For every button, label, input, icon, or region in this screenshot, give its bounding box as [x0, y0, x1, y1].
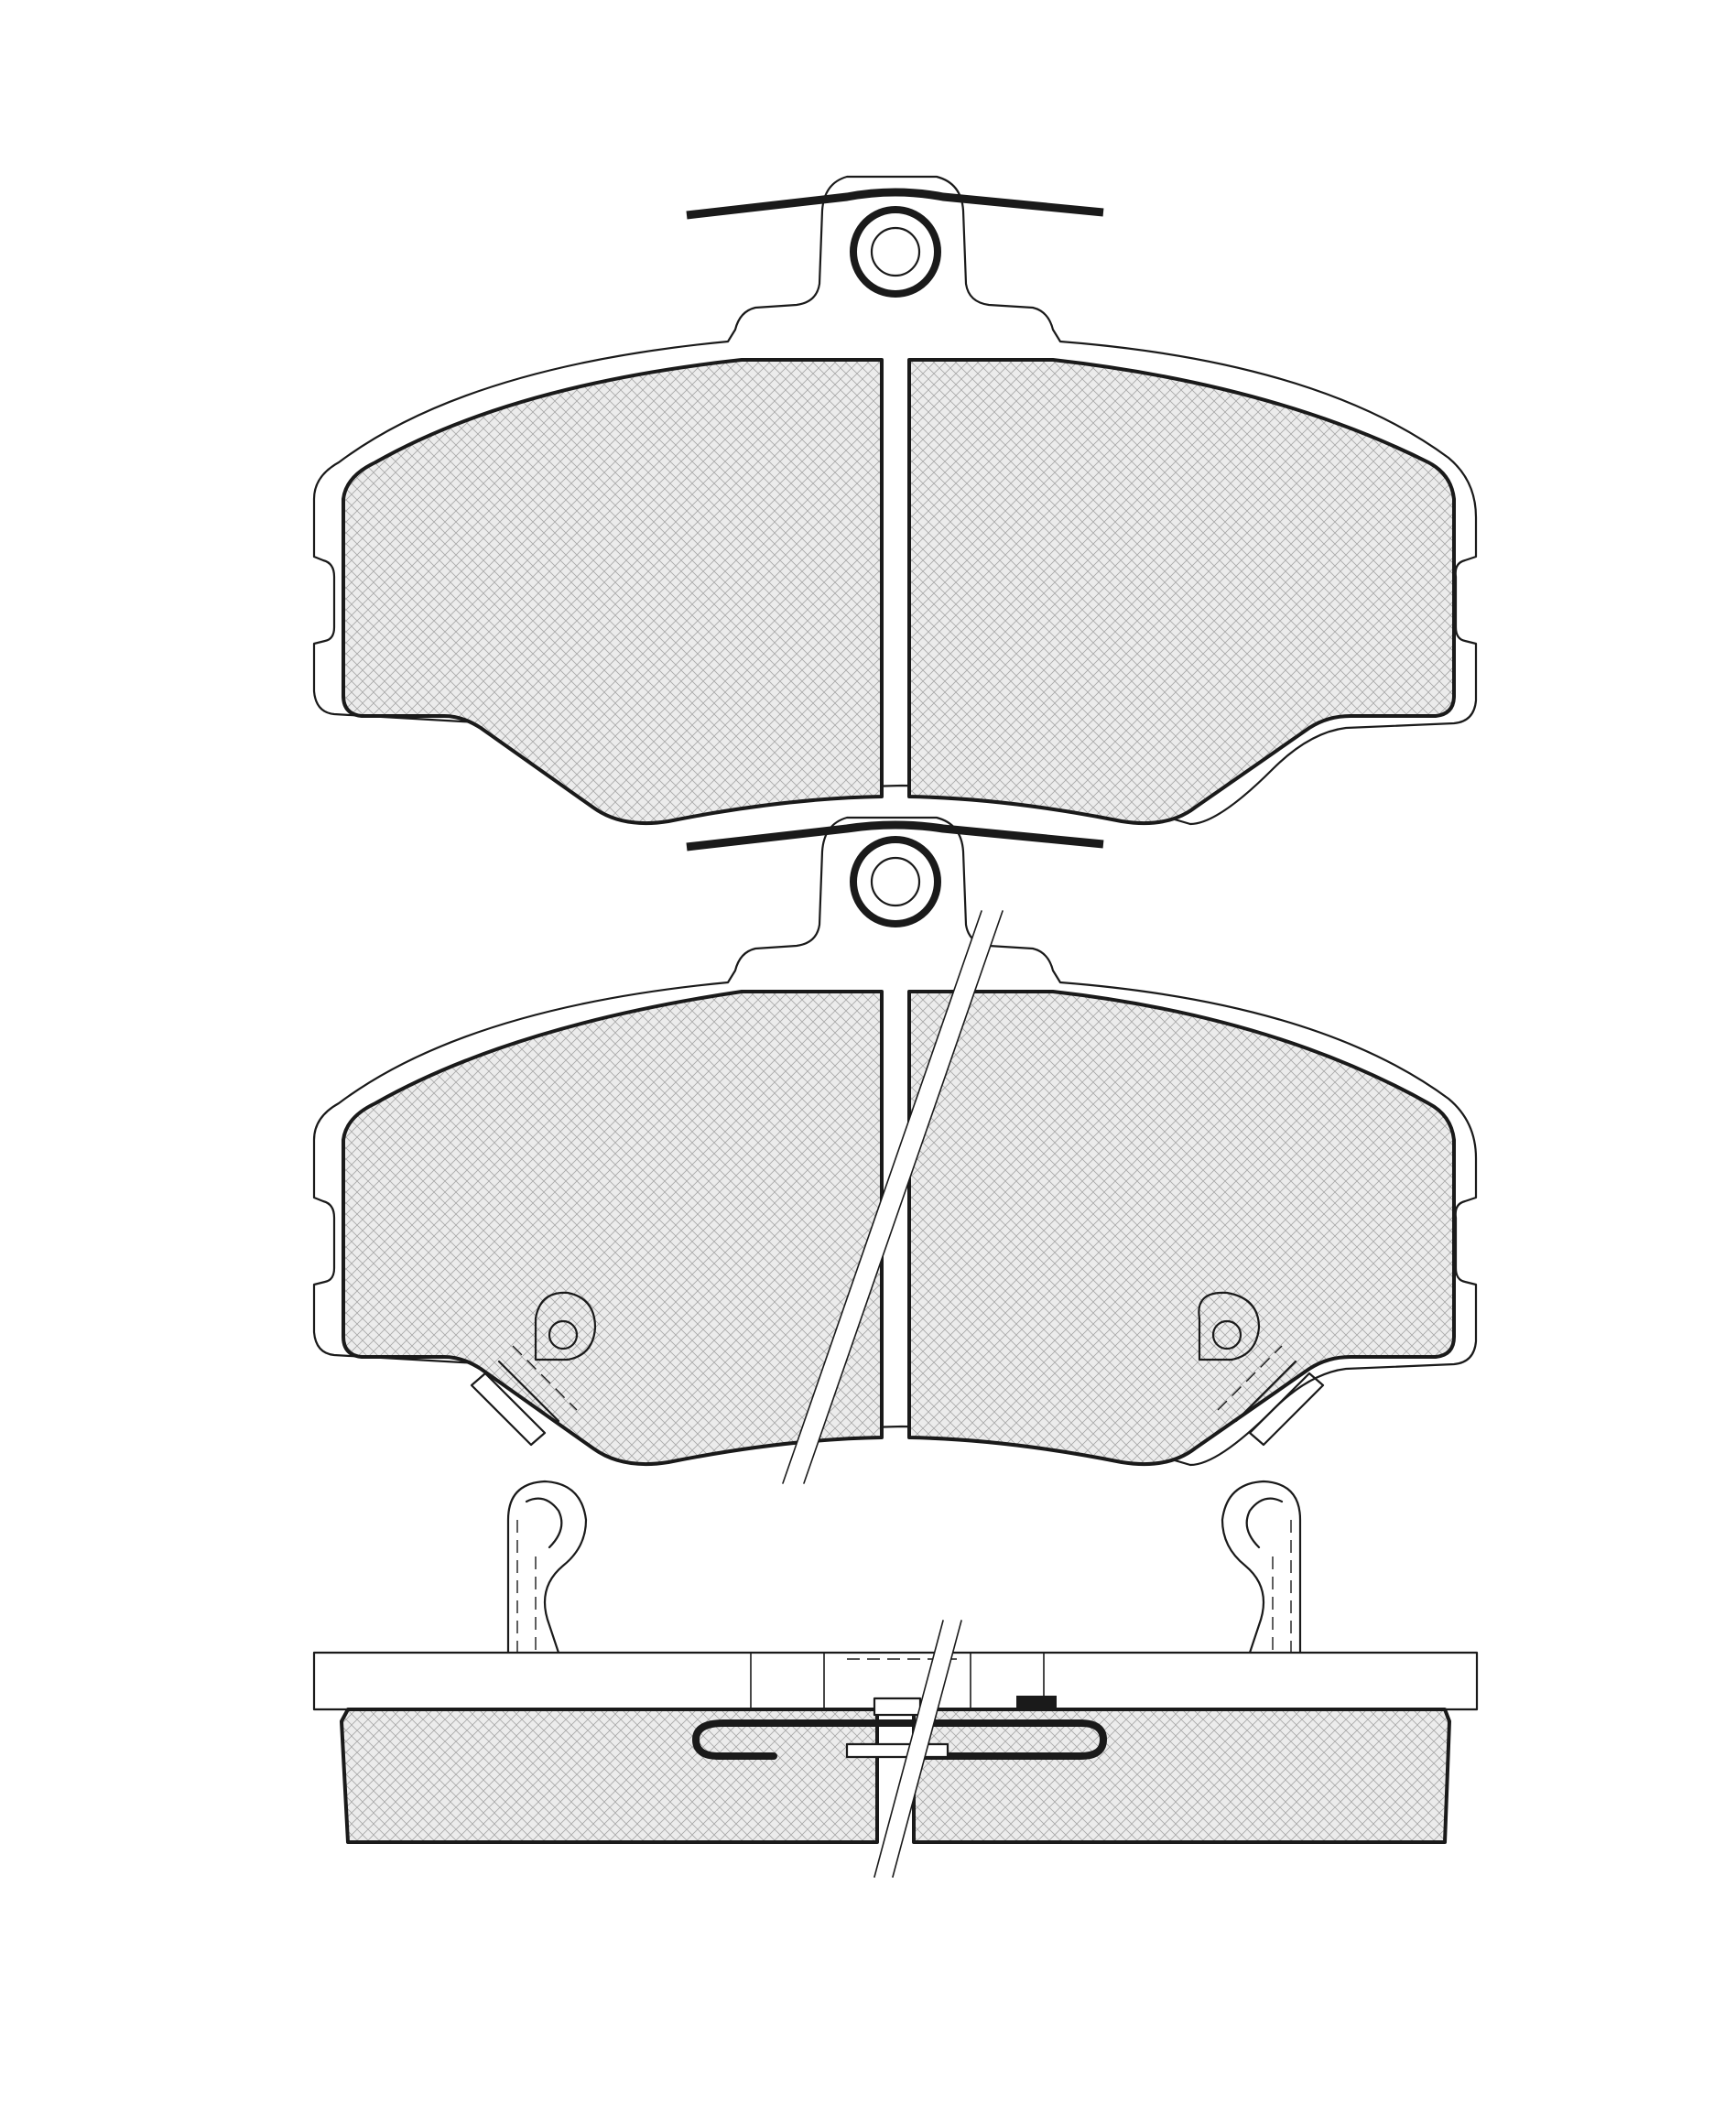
sensor-wire-loop — [692, 1719, 1107, 1760]
friction-material-sensor-right — [907, 990, 1456, 1467]
wear-indicator-clip-left — [470, 1291, 597, 1447]
side-clip-tab — [1016, 1696, 1057, 1710]
sensor-connector — [845, 1742, 949, 1759]
sensor-wire-edge-b — [803, 910, 1004, 1484]
pad-sensor-view — [312, 816, 1478, 1484]
side-sensor-wire-a — [873, 1620, 944, 1878]
anti-rattle-spring — [686, 188, 1104, 220]
side-friction-right — [912, 1708, 1451, 1844]
spring-eye — [850, 206, 941, 298]
spring-eye-sensor — [850, 836, 941, 927]
wear-indicator-clip-right — [1198, 1291, 1325, 1447]
sensor-wire-edge-a — [782, 910, 982, 1484]
friction-material-left — [342, 358, 884, 826]
side-sensor-wire-b — [892, 1620, 962, 1878]
friction-material-right — [907, 358, 1456, 826]
side-friction-left — [340, 1708, 879, 1844]
friction-material-sensor-left — [342, 990, 884, 1467]
pad-side-view — [312, 1480, 1479, 1878]
anti-rattle-spring-sensor — [686, 820, 1104, 851]
pad-top-view — [312, 175, 1478, 826]
